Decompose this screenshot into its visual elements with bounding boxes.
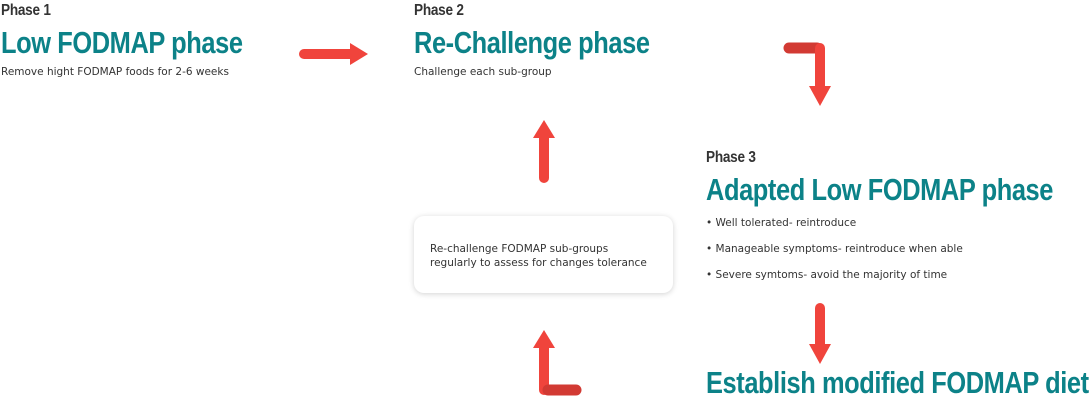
phase1-label: Phase 1	[1, 2, 51, 19]
phase2-label: Phase 2	[414, 2, 464, 19]
phase3-title: Adapted Low FODMAP phase	[706, 172, 1054, 207]
outcome-title: Establish modified FODMAP diet	[706, 365, 1089, 400]
phase1-description: Remove hight FODMAP foods for 2-6 weeks	[1, 66, 229, 78]
phase3-bullet: • Severe symtoms- avoid the majority of …	[706, 269, 948, 281]
phase3-bullet: • Manageable symptoms- reintroduce when …	[706, 243, 963, 255]
arrow-up-icon	[533, 120, 555, 183]
phase3-label: Phase 3	[706, 149, 756, 166]
note-line: regularly to assess for changes toleranc…	[430, 257, 647, 269]
arrow-corner-up-icon	[533, 330, 582, 396]
phase1-title: Low FODMAP phase	[1, 25, 243, 60]
arrow-down-icon	[809, 303, 831, 364]
arrow-corner-down-icon	[783, 42, 831, 106]
phase2-description: Challenge each sub-group	[414, 66, 552, 78]
note-line: Re-challenge FODMAP sub-groups	[430, 243, 609, 255]
note-box: Re-challenge FODMAP sub-groups regularly…	[414, 216, 673, 293]
arrow-right-icon	[299, 43, 368, 65]
phase2-title: Re-Challenge phase	[414, 25, 650, 60]
phase3-bullet: • Well tolerated- reintroduce	[706, 217, 857, 229]
